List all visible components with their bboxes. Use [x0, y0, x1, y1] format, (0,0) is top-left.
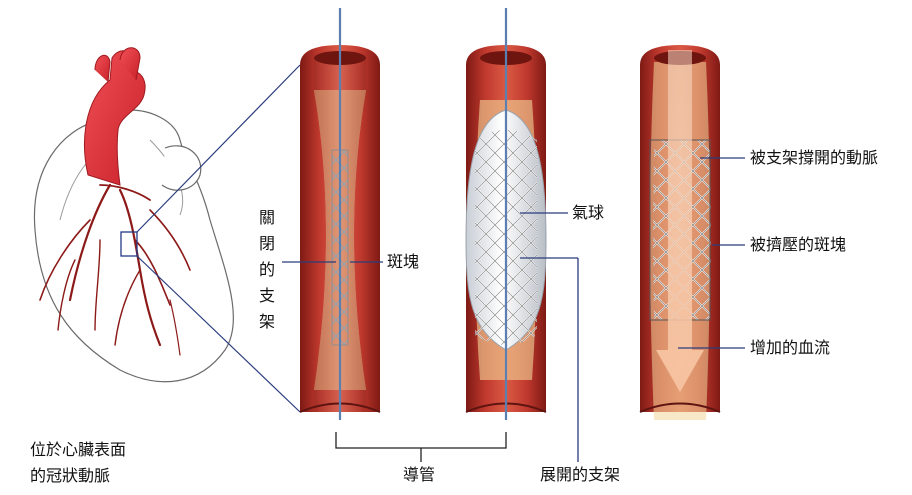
label-increased-flow: 增加的血流 [750, 339, 830, 357]
heart-caption: 位於心臟表面 的冠狀動脈 [30, 437, 126, 489]
heart-outline [34, 109, 233, 381]
label-closed-stent: 關閉的支架 [258, 205, 276, 335]
artery-balloon [466, 8, 546, 420]
heart-caption-line2: 的冠狀動脈 [30, 463, 126, 489]
label-deployed-stent: 展開的支架 [540, 466, 620, 484]
catheter-bracket [336, 432, 506, 462]
heart-caption-line1: 位於心臟表面 [30, 437, 126, 463]
artery-closed-stent [300, 8, 380, 420]
label-artery-opened: 被支架撐開的動脈 [750, 149, 878, 167]
label-plaque: 斑塊 [387, 253, 419, 271]
heart-illustration [34, 48, 233, 382]
label-catheter: 導管 [403, 466, 435, 484]
artery-opened [640, 45, 720, 420]
label-balloon: 氣球 [572, 204, 604, 222]
label-compressed-plaque: 被擠壓的斑塊 [750, 236, 846, 254]
